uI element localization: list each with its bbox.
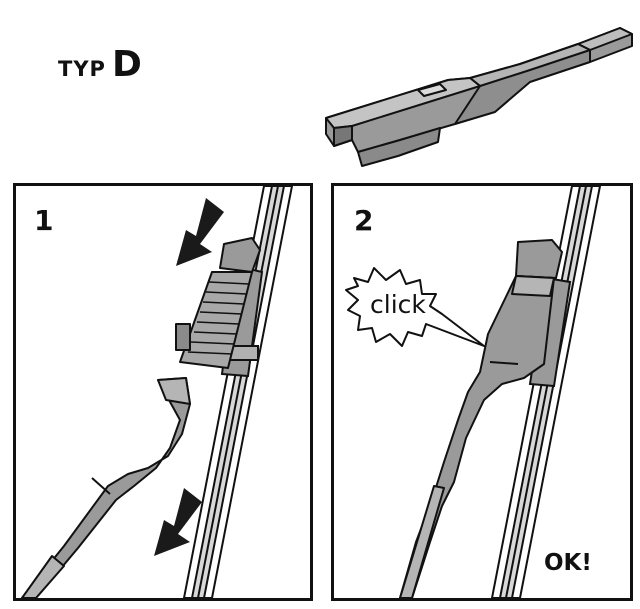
type-label: TYP: [58, 57, 106, 81]
adapter-clip-icon: [175, 237, 261, 369]
step-2-panel: 2 click OK!: [331, 183, 633, 601]
step-1-number: 1: [34, 204, 54, 237]
wiper-arm-icon: [325, 27, 633, 167]
ok-label: OK!: [544, 550, 592, 576]
type-letter: D: [111, 44, 142, 85]
step-2-number: 2: [354, 204, 374, 237]
wiper-blade-icon: [182, 186, 294, 598]
step-2-illustration: [345, 186, 602, 598]
click-label: click: [370, 290, 426, 319]
arrow-down-left-icon: [154, 488, 202, 556]
step-1-panel: 1: [13, 183, 313, 601]
step-1-illustration: [21, 186, 294, 598]
wiper-arm-icon: [399, 239, 563, 598]
click-burst-icon: [345, 267, 485, 347]
wiper-arm-icon: [21, 377, 191, 598]
arrow-down-left-icon: [176, 198, 224, 266]
